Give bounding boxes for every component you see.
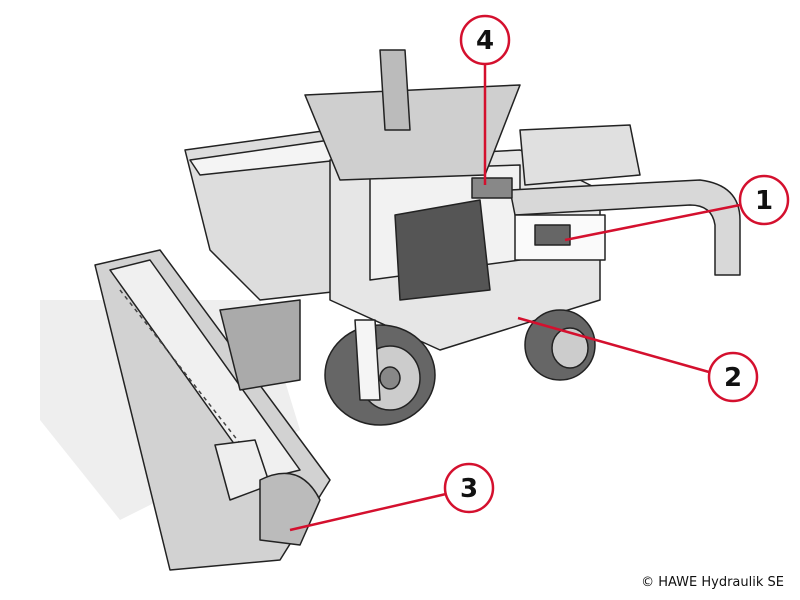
callout-2-label: 2 xyxy=(724,363,742,393)
callout-1[interactable]: 1 xyxy=(564,174,790,242)
callout-4-label: 4 xyxy=(476,26,494,56)
callout-3[interactable]: 3 xyxy=(289,462,495,532)
callout-2[interactable]: 2 xyxy=(517,316,759,403)
callouts: 1 2 3 4 xyxy=(289,14,790,532)
callout-4[interactable]: 4 xyxy=(459,14,511,185)
copyright-notice: © HAWE Hydraulik SE xyxy=(641,575,784,590)
harvester-drawing xyxy=(40,49,741,571)
callout-3-label: 3 xyxy=(460,474,478,504)
callout-1-label: 1 xyxy=(755,186,773,216)
